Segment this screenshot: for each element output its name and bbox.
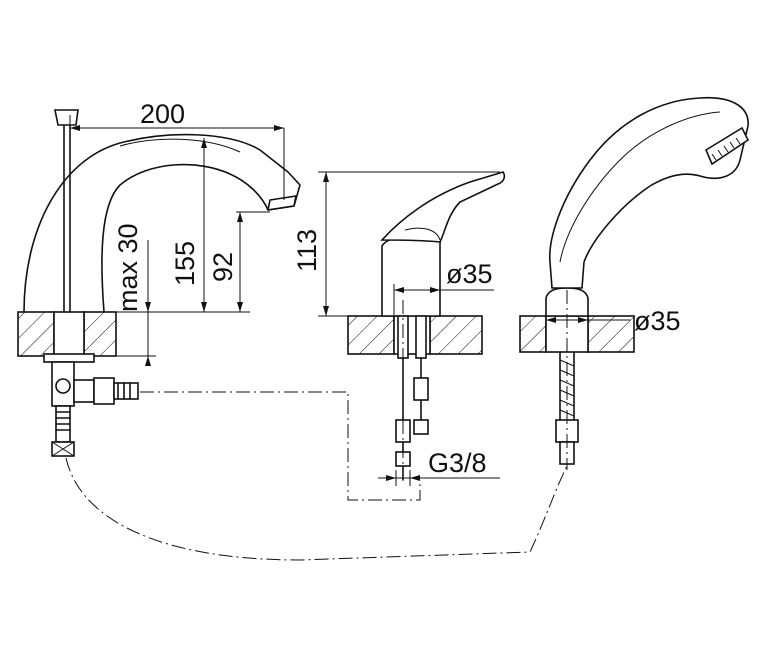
shower-nozzles: [711, 137, 741, 161]
valve-thread: [55, 411, 71, 431]
mixer-body: [381, 235, 441, 317]
popup-knob: [54, 109, 79, 126]
dim-label-200: 200: [140, 99, 185, 129]
dim-shower-diameter: ø35: [546, 306, 681, 336]
valve-cap-cross: [51, 441, 75, 457]
dim-label-92: 92: [208, 252, 238, 282]
valve-port: [55, 378, 71, 394]
mixer-lever-detail: [404, 227, 441, 241]
spout-assembly: [17, 109, 301, 457]
shower-handle[interactable]: [549, 96, 749, 289]
dim-label-155: 155: [170, 241, 200, 286]
dim-113: 113: [292, 171, 500, 317]
spout-highlight: [119, 138, 241, 153]
shower-deck-left: [519, 315, 547, 353]
mixer-pipe-cold: [415, 315, 427, 359]
dim-label-thread: G3/8: [428, 448, 487, 478]
side-hose-rings: [117, 382, 131, 400]
dim-200: 200: [69, 99, 285, 200]
shower-handle-highlight: [559, 111, 721, 263]
route-spout-to-mixer: [140, 391, 421, 501]
deck-right-section: [83, 311, 117, 357]
handshower-assembly: [519, 96, 750, 465]
side-nut: [93, 377, 115, 405]
mixer-deck-right: [429, 315, 483, 355]
shower-deck-right: [587, 315, 635, 353]
shower-face: [704, 126, 750, 166]
spout-nut: [43, 353, 95, 363]
spout-body: [23, 133, 301, 313]
dim-label-shower-diameter: ø35: [634, 306, 681, 336]
deck-left-section: [17, 311, 55, 357]
mixer-deck-left: [347, 315, 395, 355]
spout-outlet: [267, 195, 297, 211]
dim-mixer-diameter: ø35: [393, 259, 494, 316]
side-hose: [113, 382, 139, 400]
dim-label-113: 113: [292, 229, 322, 272]
dim-155: 155: [116, 138, 250, 313]
dim-label-max30: max 30: [113, 223, 143, 312]
spout-shank: [53, 311, 85, 357]
route-spout-to-shower: [65, 457, 568, 561]
mixer-assembly: [347, 171, 506, 481]
dim-thread: G3/8: [378, 448, 500, 486]
side-fitting: [73, 379, 95, 403]
dim-label-mixer-diameter: ø35: [446, 259, 493, 289]
mixer-lever[interactable]: [380, 171, 506, 243]
dim-92: 92: [208, 211, 270, 312]
mixer-fitting-2: [413, 419, 429, 435]
dim-max30: max 30: [113, 223, 156, 366]
mixer-hose-nut: [413, 377, 429, 401]
routing-lines: [65, 290, 568, 561]
